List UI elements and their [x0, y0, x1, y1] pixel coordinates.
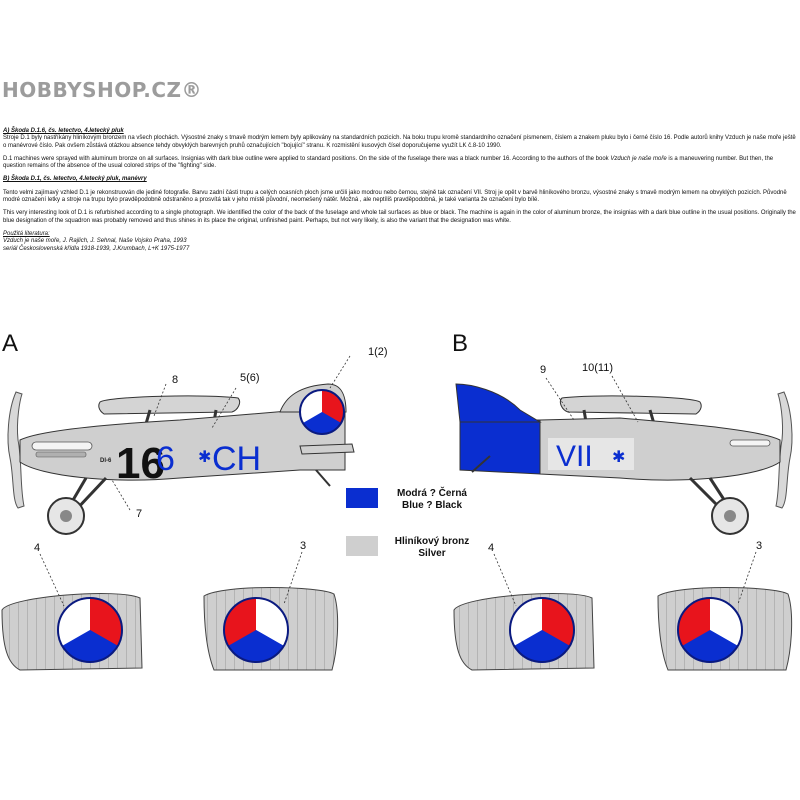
section-b-heading: B) Škoda D.1, čs. letectvo, 4.letecký pl… — [3, 176, 147, 183]
legend-label-silver-cz: Hliníkový bronz — [394, 536, 470, 547]
legend-label-silver-en: Silver — [418, 548, 446, 559]
callout-a-1-2: 1(2) — [368, 346, 388, 358]
squadron-emblem-b: ✱ — [612, 447, 625, 466]
squadron-emblem-a: ✱ — [198, 447, 211, 466]
callout-b-3: 3 — [756, 540, 763, 552]
wing-panel-b-4 — [453, 553, 595, 671]
legend-swatch-silver — [346, 536, 378, 556]
code-right-a: CH — [212, 440, 261, 478]
callout-a-4: 4 — [34, 542, 41, 554]
section-a-en-book: Vzduch je naše moře — [610, 155, 667, 162]
legend-label-blue-cz: Modrá ? Černá — [396, 488, 467, 499]
legend-item-blue: Modrá ? Černá Blue ? Black — [346, 488, 476, 536]
section-b-en: This very interesting look of D.1 is ref… — [3, 210, 796, 224]
code-left-a: 6 — [156, 440, 175, 478]
literature-heading: Použitá literatura: — [3, 230, 50, 237]
legend-swatch-blue — [346, 488, 378, 508]
profile-a-letter: A — [2, 330, 19, 357]
wing-panel-a-4 — [1, 553, 143, 671]
legend-label-blue: Modrá ? Černá Blue ? Black — [382, 488, 482, 512]
profile-b-letter: B — [452, 330, 469, 357]
stencil-a: DI-6 — [100, 458, 112, 464]
aircraft-b-profile: VII ✱ — [455, 375, 793, 535]
callout-a-7: 7 — [136, 508, 143, 520]
section-a-en: D.1 machines were sprayed with aluminum … — [3, 156, 797, 171]
hobbyshop-watermark: HOBBYSHOP.CZ® — [2, 78, 203, 102]
callout-a-3: 3 — [300, 540, 307, 552]
description-text: A) Škoda D.1.6, čs. letectvo, 4.letecký … — [3, 128, 797, 253]
section-a-cz: Stroje D.1 byly nastříkány hliníkovým br… — [3, 135, 796, 149]
callout-b-10-11: 10(11) — [582, 362, 613, 374]
callout-b-9: 9 — [540, 364, 547, 376]
literature: Použitá literatura: Vzduch je naše moře,… — [3, 231, 797, 253]
fuselage-number-a: 16 — [116, 439, 165, 488]
aircraft-a-profile: 16 6 CH ✱ DI-6 — [7, 355, 355, 535]
code-b: VII — [556, 440, 593, 473]
wing-panel-b-3 — [657, 551, 793, 671]
literature-item-2: seriál Československá křídla 1918-1939, … — [3, 245, 190, 252]
legend-item-silver: Hliníkový bronz Silver — [346, 536, 476, 584]
literature-item-1: Vzduch je naše moře, J. Rajlich, J. Sehn… — [3, 238, 187, 245]
section-a-en-1: D.1 machines were sprayed with aluminum … — [3, 155, 609, 162]
section-b-cz: Tento velmi zajímavý vzhled D.1 je rekon… — [3, 189, 787, 204]
section-a: A) Škoda D.1.6, čs. letectvo, 4.letecký … — [3, 128, 797, 150]
legend-label-silver: Hliníkový bronz Silver — [382, 536, 482, 560]
section-b: B) Škoda D.1, čs. letectvo, 4.letecký pl… — [3, 176, 797, 183]
callout-a-8: 8 — [172, 374, 179, 386]
section-a-en-2: is a maneuvering number. But then, the q… — [3, 155, 774, 170]
rudder-roundel-a — [299, 389, 345, 435]
section-a-heading: A) Škoda D.1.6, čs. letectvo, 4.letecký … — [3, 128, 124, 134]
wing-panel-a-3 — [203, 551, 339, 671]
callout-b-4: 4 — [488, 542, 495, 554]
color-legend: Modrá ? Černá Blue ? Black Hliníkový bro… — [346, 488, 476, 584]
callout-a-5-6: 5(6) — [240, 372, 260, 384]
legend-label-blue-en: Blue ? Black — [401, 500, 463, 511]
